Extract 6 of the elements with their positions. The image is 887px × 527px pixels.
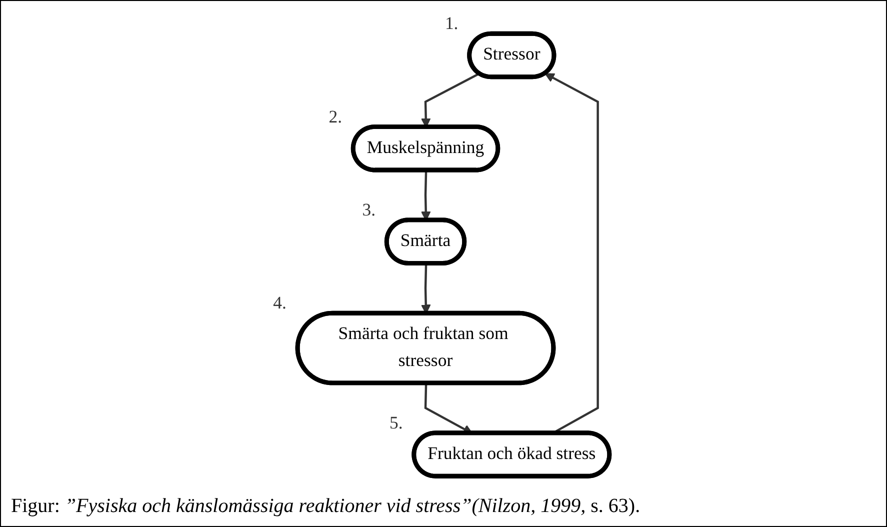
caption: Figur: ”Fysiska och känslomässiga reaktioner vid stress”(Nilzon, 1999, s. 63). [10, 494, 642, 519]
step-number: 3. [362, 200, 376, 220]
step-number: 2. [328, 106, 342, 126]
step-number: 1. [444, 13, 458, 34]
step-number: 4. [273, 292, 286, 313]
step-number: 5. [390, 412, 403, 432]
